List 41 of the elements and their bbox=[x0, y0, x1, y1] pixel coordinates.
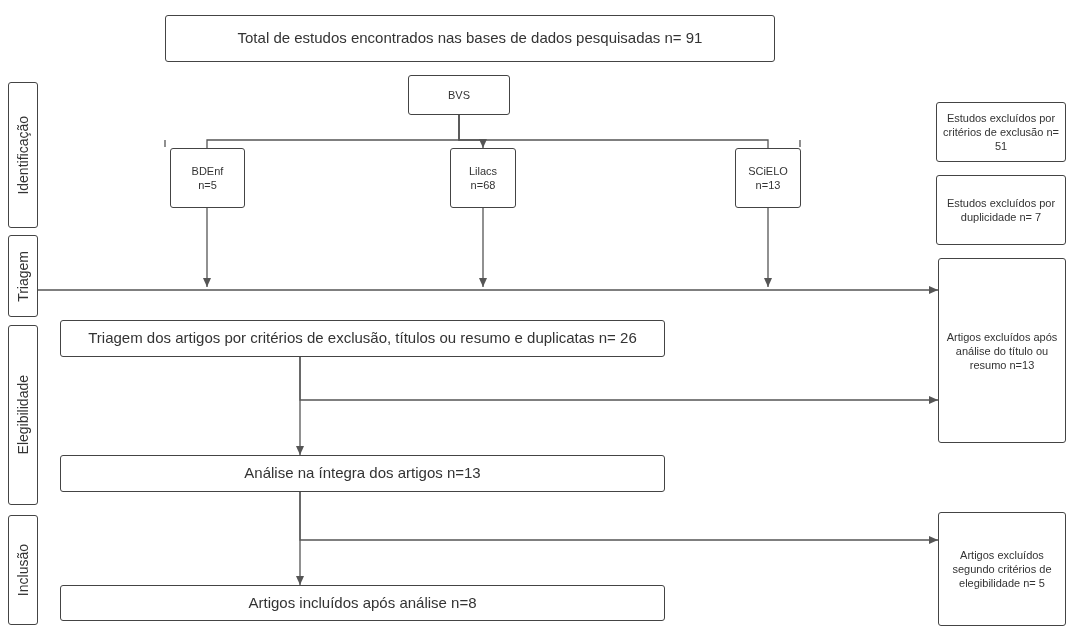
node-text: Estudos excluídos por duplicidade n= 7 bbox=[945, 196, 1057, 224]
node-text: n=13 bbox=[755, 178, 781, 192]
exclusion-box bbox=[938, 512, 1066, 626]
node-text: Triagem bbox=[13, 250, 32, 302]
node-text: Elegibilidade bbox=[13, 375, 32, 455]
node-text: BDEnf bbox=[191, 164, 224, 178]
node-text: Análise na íntegra dos artigos n=13 bbox=[244, 463, 481, 484]
node-text: n=68 bbox=[470, 178, 496, 192]
process-box bbox=[165, 15, 775, 62]
exclusion-box bbox=[938, 258, 1066, 443]
node-text: SCiELO bbox=[748, 164, 788, 178]
database-box bbox=[735, 148, 801, 208]
process-box bbox=[60, 585, 665, 621]
arrow bbox=[299, 356, 939, 404]
source-box bbox=[408, 75, 510, 115]
node-text: Inclusão bbox=[13, 543, 32, 597]
node-text: Artigos excluídos segundo critérios de elegibilidade n= 5 bbox=[951, 548, 1053, 590]
node-text: Artigos incluídos após análise n=8 bbox=[248, 592, 477, 613]
arrow bbox=[764, 207, 772, 288]
stage-label-box bbox=[8, 235, 38, 317]
node-text: Identificação bbox=[13, 115, 32, 195]
arrow bbox=[203, 207, 211, 288]
arrow bbox=[479, 207, 487, 288]
exclusion-box bbox=[936, 175, 1066, 245]
database-box bbox=[170, 148, 245, 208]
arrow bbox=[37, 286, 939, 294]
node-text: BVS bbox=[448, 87, 470, 103]
node-text: Estudos excluídos por critérios de exclusão n= 51 bbox=[942, 111, 1060, 153]
node-text: Lilacs bbox=[468, 164, 498, 178]
stage-label-box bbox=[8, 82, 38, 228]
arrow bbox=[299, 491, 939, 544]
process-box bbox=[60, 320, 665, 357]
stage-label-box bbox=[8, 515, 38, 625]
node-text: Total de estudos encontrados nas bases de dados pesquisadas n= 91 bbox=[237, 28, 703, 49]
exclusion-box bbox=[936, 102, 1066, 162]
process-box bbox=[60, 455, 665, 492]
node-text: n=5 bbox=[198, 178, 217, 192]
node-text: Artigos excluídos após análise do título ou resumo n=13 bbox=[945, 329, 1059, 372]
database-box bbox=[450, 148, 516, 208]
stage-label-box bbox=[8, 325, 38, 505]
node-text: Triagem dos artigos por critérios de exclusão, títulos ou resumo e duplicatas n= 26 bbox=[88, 328, 637, 349]
